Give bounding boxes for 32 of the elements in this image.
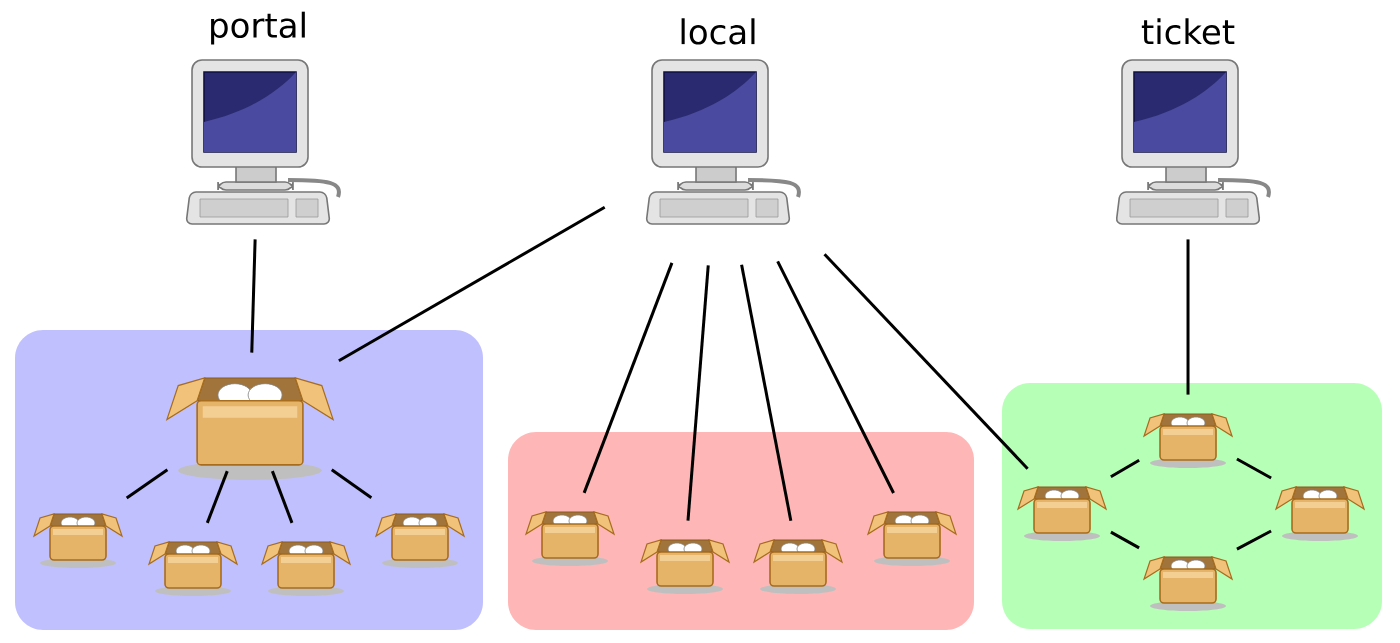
package-icon — [147, 541, 239, 596]
connector-line — [1186, 239, 1190, 395]
computer-label: portal — [211, 11, 305, 45]
package-icon — [1016, 486, 1108, 541]
connector-line — [776, 260, 895, 494]
package-icon — [374, 513, 466, 568]
package-icon — [1274, 486, 1366, 541]
connector-line — [1110, 530, 1140, 550]
connector-line — [338, 206, 606, 363]
connector-line — [125, 468, 169, 500]
connector-line — [823, 253, 1029, 470]
computer-label: ticket — [1141, 18, 1235, 45]
connector-line — [1110, 459, 1140, 478]
connector-line — [250, 239, 257, 353]
connector-line — [330, 468, 373, 499]
connector-line — [582, 262, 674, 494]
package-icon — [752, 539, 844, 594]
connector-line — [1236, 457, 1272, 480]
package-icon — [32, 513, 124, 568]
package-icon — [1142, 413, 1234, 468]
connector-line — [1236, 529, 1272, 551]
package-icon — [866, 511, 958, 566]
connector-line — [270, 470, 294, 524]
computer-label: local — [681, 18, 755, 45]
connector-line — [686, 265, 710, 521]
connector-line — [205, 470, 229, 524]
package-icon — [524, 511, 616, 566]
connector-line — [740, 264, 793, 521]
package-icon — [1142, 556, 1234, 611]
package-icon — [260, 541, 352, 596]
package-icon — [639, 539, 731, 594]
package-icon — [165, 377, 335, 480]
